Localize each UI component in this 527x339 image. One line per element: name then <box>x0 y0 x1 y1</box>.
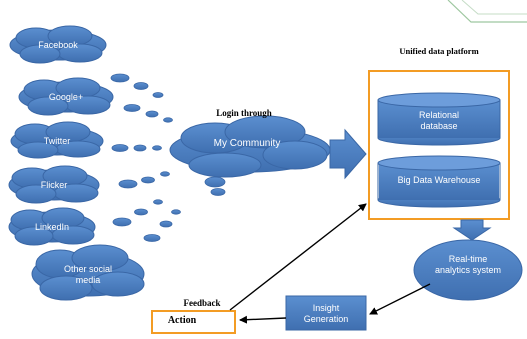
cloud-my-community <box>169 115 331 178</box>
cloud-linkedin <box>8 207 96 246</box>
analytics-ellipse <box>413 239 523 301</box>
arrow-insight-to-action <box>239 315 287 324</box>
label-relational-database: Relational database <box>418 110 460 131</box>
label-insight-generation: Insight Generation <box>303 303 349 324</box>
relational-database-cylinder <box>377 92 501 146</box>
label-feedback: Feedback <box>183 298 221 308</box>
cloud-twitter <box>10 121 104 159</box>
arrow-analytics-to-insight <box>369 283 431 315</box>
label-other-social-media: Other social media <box>63 264 113 285</box>
label-twitter: Twitter <box>43 136 71 146</box>
label-linkedin: LinkedIn <box>34 222 70 232</box>
label-action: Action <box>167 315 197 326</box>
label-big-data-warehouse: Big Data Warehouse <box>397 175 481 185</box>
label-login-through: Login through <box>216 108 272 118</box>
insight-generation-box <box>285 295 367 331</box>
label-unified-data-platform: Unified data platform <box>399 46 479 56</box>
label-google-plus: Google+ <box>48 92 84 102</box>
block-arrow-to-platform <box>329 128 367 180</box>
label-analytics-system: Real-time analytics system <box>434 254 502 275</box>
label-facebook: Facebook <box>38 40 78 50</box>
label-flicker: Flicker <box>40 180 68 190</box>
arrow-feedback-to-platform <box>229 203 367 311</box>
cloud-google-plus <box>18 77 114 116</box>
cloud-flicker <box>8 165 100 204</box>
label-my-community: My Community <box>213 138 281 149</box>
corner-decoration-2 <box>461 0 527 15</box>
block-arrow-down <box>452 219 492 241</box>
corner-decoration <box>447 0 527 23</box>
action-box <box>151 310 236 334</box>
big-data-warehouse-cylinder <box>377 155 501 208</box>
cloud-facebook <box>9 25 107 64</box>
cloud-other-social-media <box>31 244 145 301</box>
